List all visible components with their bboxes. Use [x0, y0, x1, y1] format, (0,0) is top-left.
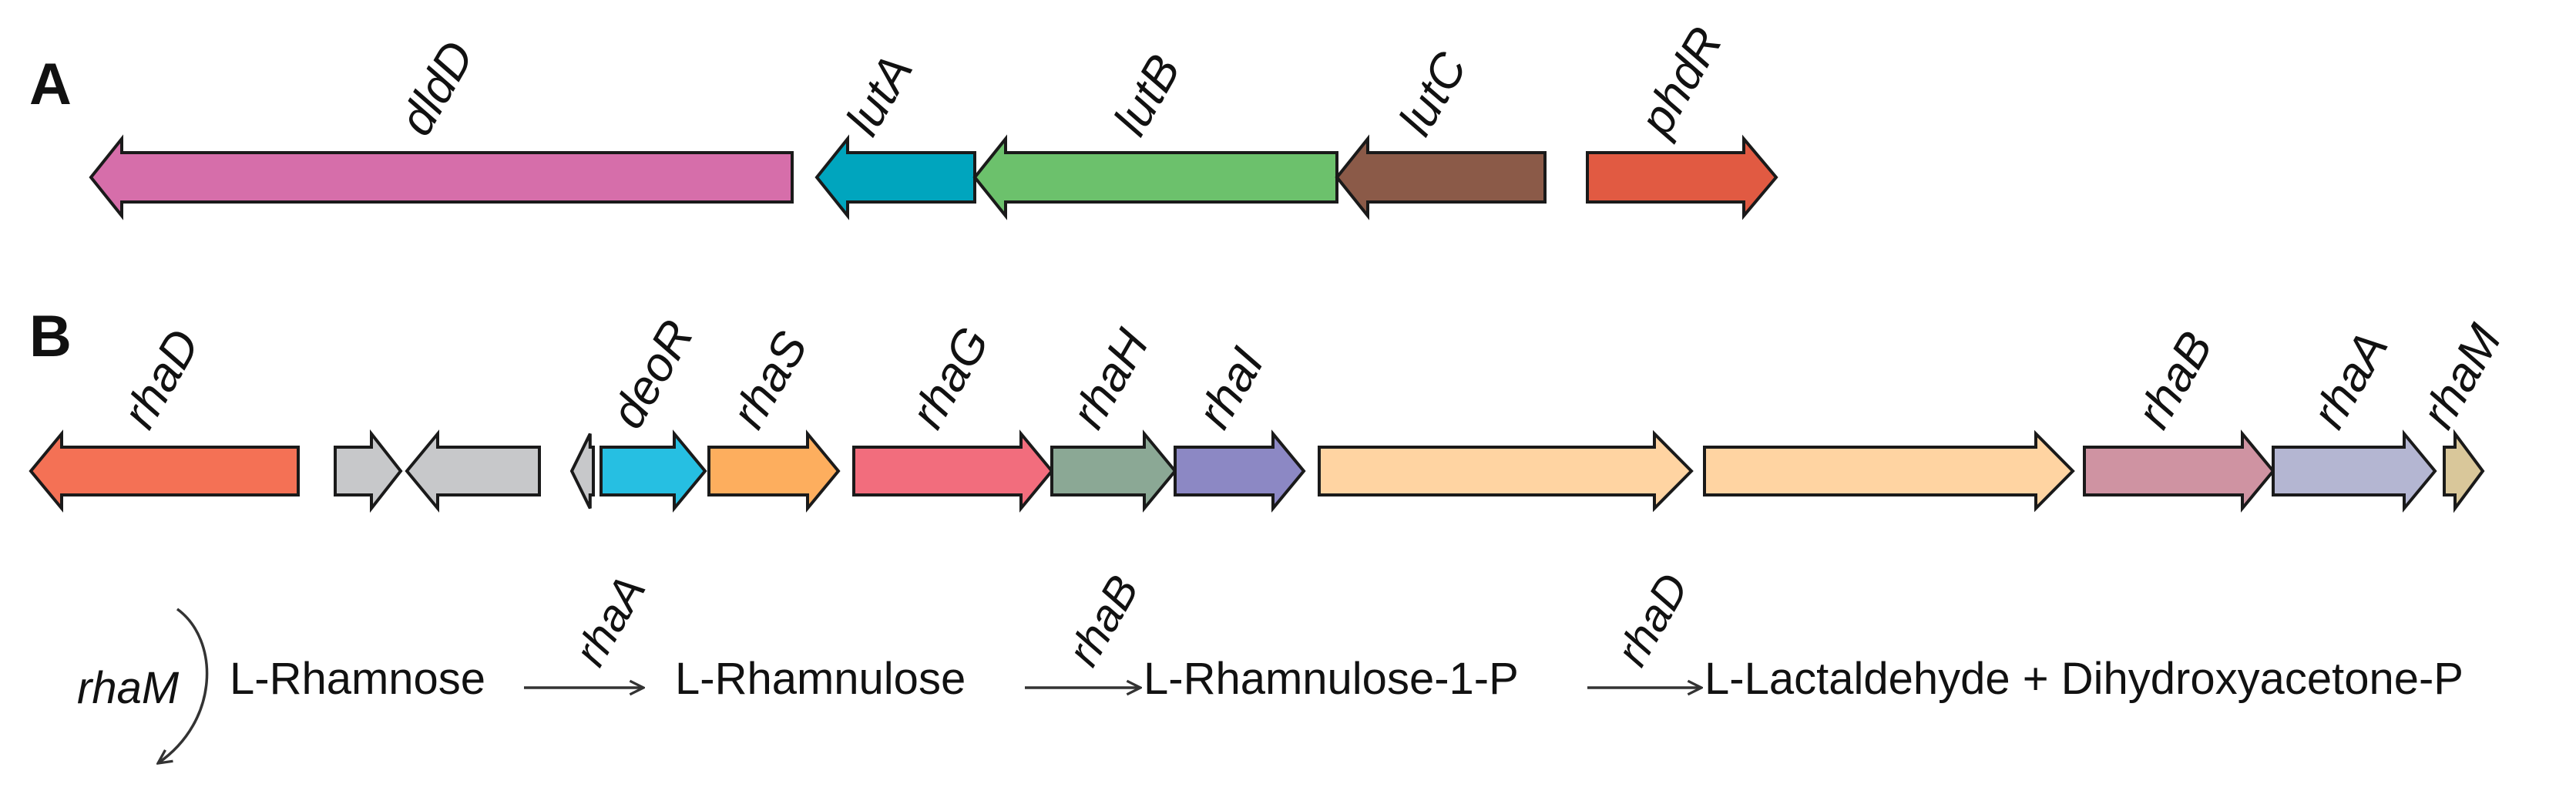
panel-b-gene-arrow-unlabeled-10: [1703, 429, 2075, 513]
enzyme-label-rhaa: rhaA: [565, 567, 656, 675]
panel-b-gene-label-rhas: rhaS: [721, 323, 818, 437]
panel-b-gene-label-rhah: rhaH: [1061, 321, 1159, 437]
panel-b-label: B: [29, 304, 72, 369]
panel-b-gene-arrow-deor: [599, 429, 707, 513]
panel-b-gene-arrow-rhad: [29, 429, 300, 513]
panel-b-gene-arrow-rham: [2443, 429, 2485, 513]
panel-b-gene-label-rhad: rhaD: [113, 321, 210, 437]
panel-b-gene-arrow-rhah: [1050, 429, 1177, 513]
panel-a-gene-label-lutb: lutB: [1103, 46, 1191, 144]
enzyme-label-rham: rhaM: [77, 663, 180, 713]
panel-b-gene-arrow-rhaa: [2272, 429, 2437, 513]
rhamnose-pathway: rhaM L-Rhamnose rhaA L-Rhamnulose rhaB L…: [77, 565, 2463, 763]
panel-a-gene-label-luta: lutA: [836, 46, 923, 144]
panel-a-gene-label-lutc: lutC: [1389, 43, 1477, 144]
rham-curved-arrow: [158, 608, 209, 763]
compound-l-rhamnulose: L-Rhamnulose: [675, 654, 966, 704]
panel-b-gene-label-deor: deoR: [601, 311, 704, 437]
compound-l-rhamnose: L-Rhamnose: [230, 654, 485, 704]
panel-b-gene-arrow-unlabeled-9: [1318, 429, 1694, 513]
enzyme-label-rhad: rhaD: [1607, 565, 1698, 674]
panel-b-gene-arrow-rhag: [852, 429, 1054, 513]
panel-a-gene-arrow-dldd: [89, 134, 794, 220]
panel-b-gene-label-rhai: rhaI: [1187, 339, 1275, 437]
panel-a-gene-arrow-lutb: [972, 134, 1338, 220]
panel-b-gene-label-rhaa: rhaA: [2302, 323, 2398, 437]
panel-b-gene-arrow-unlabeled-3: [569, 433, 595, 510]
enzyme-label-rhab: rhaB: [1058, 567, 1149, 675]
panel-a-gene-label-dldd: dldD: [389, 32, 485, 144]
panel-a-gene-arrow-phdr: [1586, 134, 1778, 220]
compound-l-rhamnulose-1-p: L-Rhamnulose-1-P: [1144, 654, 1519, 704]
compound-products: L-Lactaldehyde + Dihydroxyacetone-P: [1704, 654, 2463, 704]
panel-a-gene-cluster: dldD lutA lutB lutC phdR: [89, 19, 1778, 220]
panel-a-gene-arrow-luta: [814, 134, 976, 220]
panel-b-gene-arrow-unlabeled-2: [405, 429, 541, 513]
panel-a-gene-label-phdr: phdR: [1629, 19, 1733, 146]
panel-b-gene-arrow-rhai: [1174, 429, 1306, 513]
panel-b-gene-label-rhab: rhaB: [2127, 323, 2223, 437]
panel-b-gene-label-rham: rhaM: [2411, 316, 2512, 437]
panel-b-gene-arrow-rhab: [2083, 429, 2275, 513]
panel-a-gene-arrow-lutc: [1335, 134, 1547, 220]
panel-a-label: A: [29, 52, 72, 117]
panel-b-gene-label-rhag: rhaG: [901, 318, 1000, 437]
panel-b-gene-arrow-unlabeled-1: [334, 429, 403, 513]
panel-b-gene-arrow-rhas: [707, 429, 841, 513]
